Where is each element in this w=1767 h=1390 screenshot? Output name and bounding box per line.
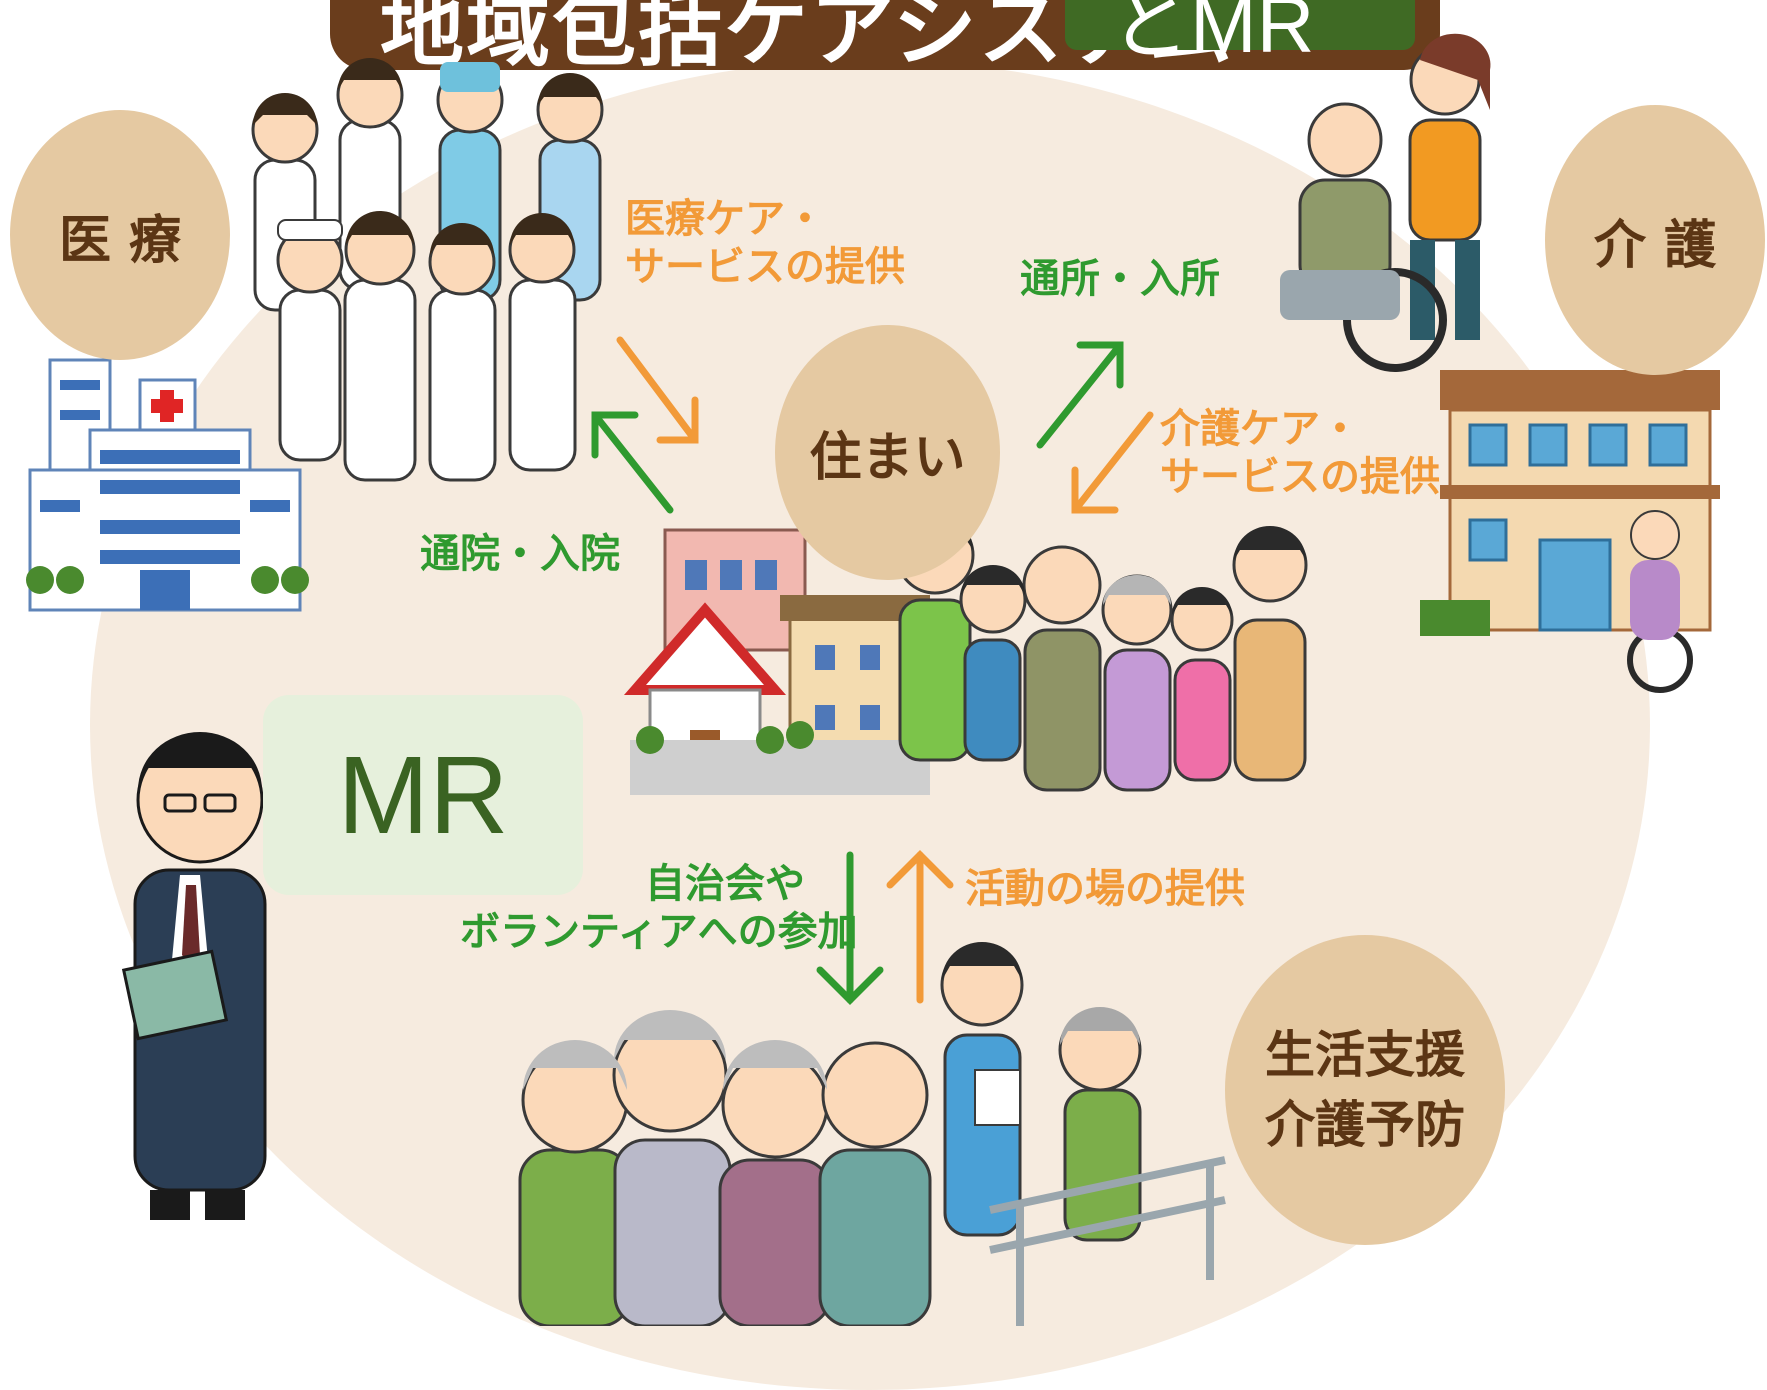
title-suffix-box (1065, 0, 1415, 50)
arrow-nursing-care-icon (1071, 411, 1154, 514)
title-suffix: とMR (1110, 0, 1315, 69)
label-community-line1: 自治会や (645, 861, 805, 907)
hospital-building-icon (26, 358, 309, 612)
arrow-activity-place-icon (886, 850, 954, 1004)
label-community-line2: ボランティアへの参加 (460, 909, 858, 955)
elderly-group-icon (518, 1010, 932, 1326)
medical-staff-group-icon (251, 58, 604, 482)
node-life-support-line2: 介護予防 (1265, 1096, 1465, 1154)
mr-businessman-icon (121, 732, 267, 1220)
label-activity-place: 活動の場の提供 (965, 866, 1245, 912)
node-medical: 医 療 (10, 110, 230, 360)
mr-box (263, 695, 583, 895)
node-care-label: 介 護 (1593, 215, 1717, 276)
label-medical-care-line1: 医療ケア・ (625, 196, 825, 242)
volunteer-leader-icon (940, 942, 1024, 1237)
label-medical-care: 医療ケア・ サービスの提供 (625, 195, 905, 291)
label-community: 自治会や ボランティアへの参加 (460, 860, 858, 956)
node-medical-label: 医 療 (58, 210, 182, 271)
arrow-day-service-icon (1036, 341, 1124, 449)
node-life-support-line1: 生活支援 (1265, 1026, 1465, 1084)
node-home: 住まい (775, 325, 1000, 580)
care-facility-icon (1420, 370, 1720, 693)
illustrations (26, 33, 1720, 1326)
node-home-label: 住まい (809, 428, 966, 488)
label-nursing-care-line1: 介護ケア・ (1160, 406, 1360, 452)
label-nursing-care: 介護ケア・ サービスの提供 (1160, 405, 1440, 501)
label-day-service: 通所・入所 (1020, 256, 1220, 302)
walking-elder-icon (989, 1007, 1226, 1326)
arrow-community-icon (816, 851, 884, 1005)
arrow-medical-care-icon (616, 336, 699, 444)
node-care: 介 護 (1545, 105, 1765, 375)
arrow-hospital-visit-icon (591, 411, 674, 514)
label-nursing-care-line2: サービスの提供 (1160, 454, 1440, 500)
wheelchair-elder-icon (1280, 33, 1491, 372)
label-hospital-visit: 通院・入院 (420, 531, 620, 577)
mr-label: MR (337, 733, 509, 857)
family-group-icon (895, 514, 1308, 792)
node-life-support: 生活支援 介護予防 (1225, 935, 1505, 1245)
arrows (591, 336, 1154, 1005)
label-medical-care-line2: サービスの提供 (625, 244, 905, 290)
